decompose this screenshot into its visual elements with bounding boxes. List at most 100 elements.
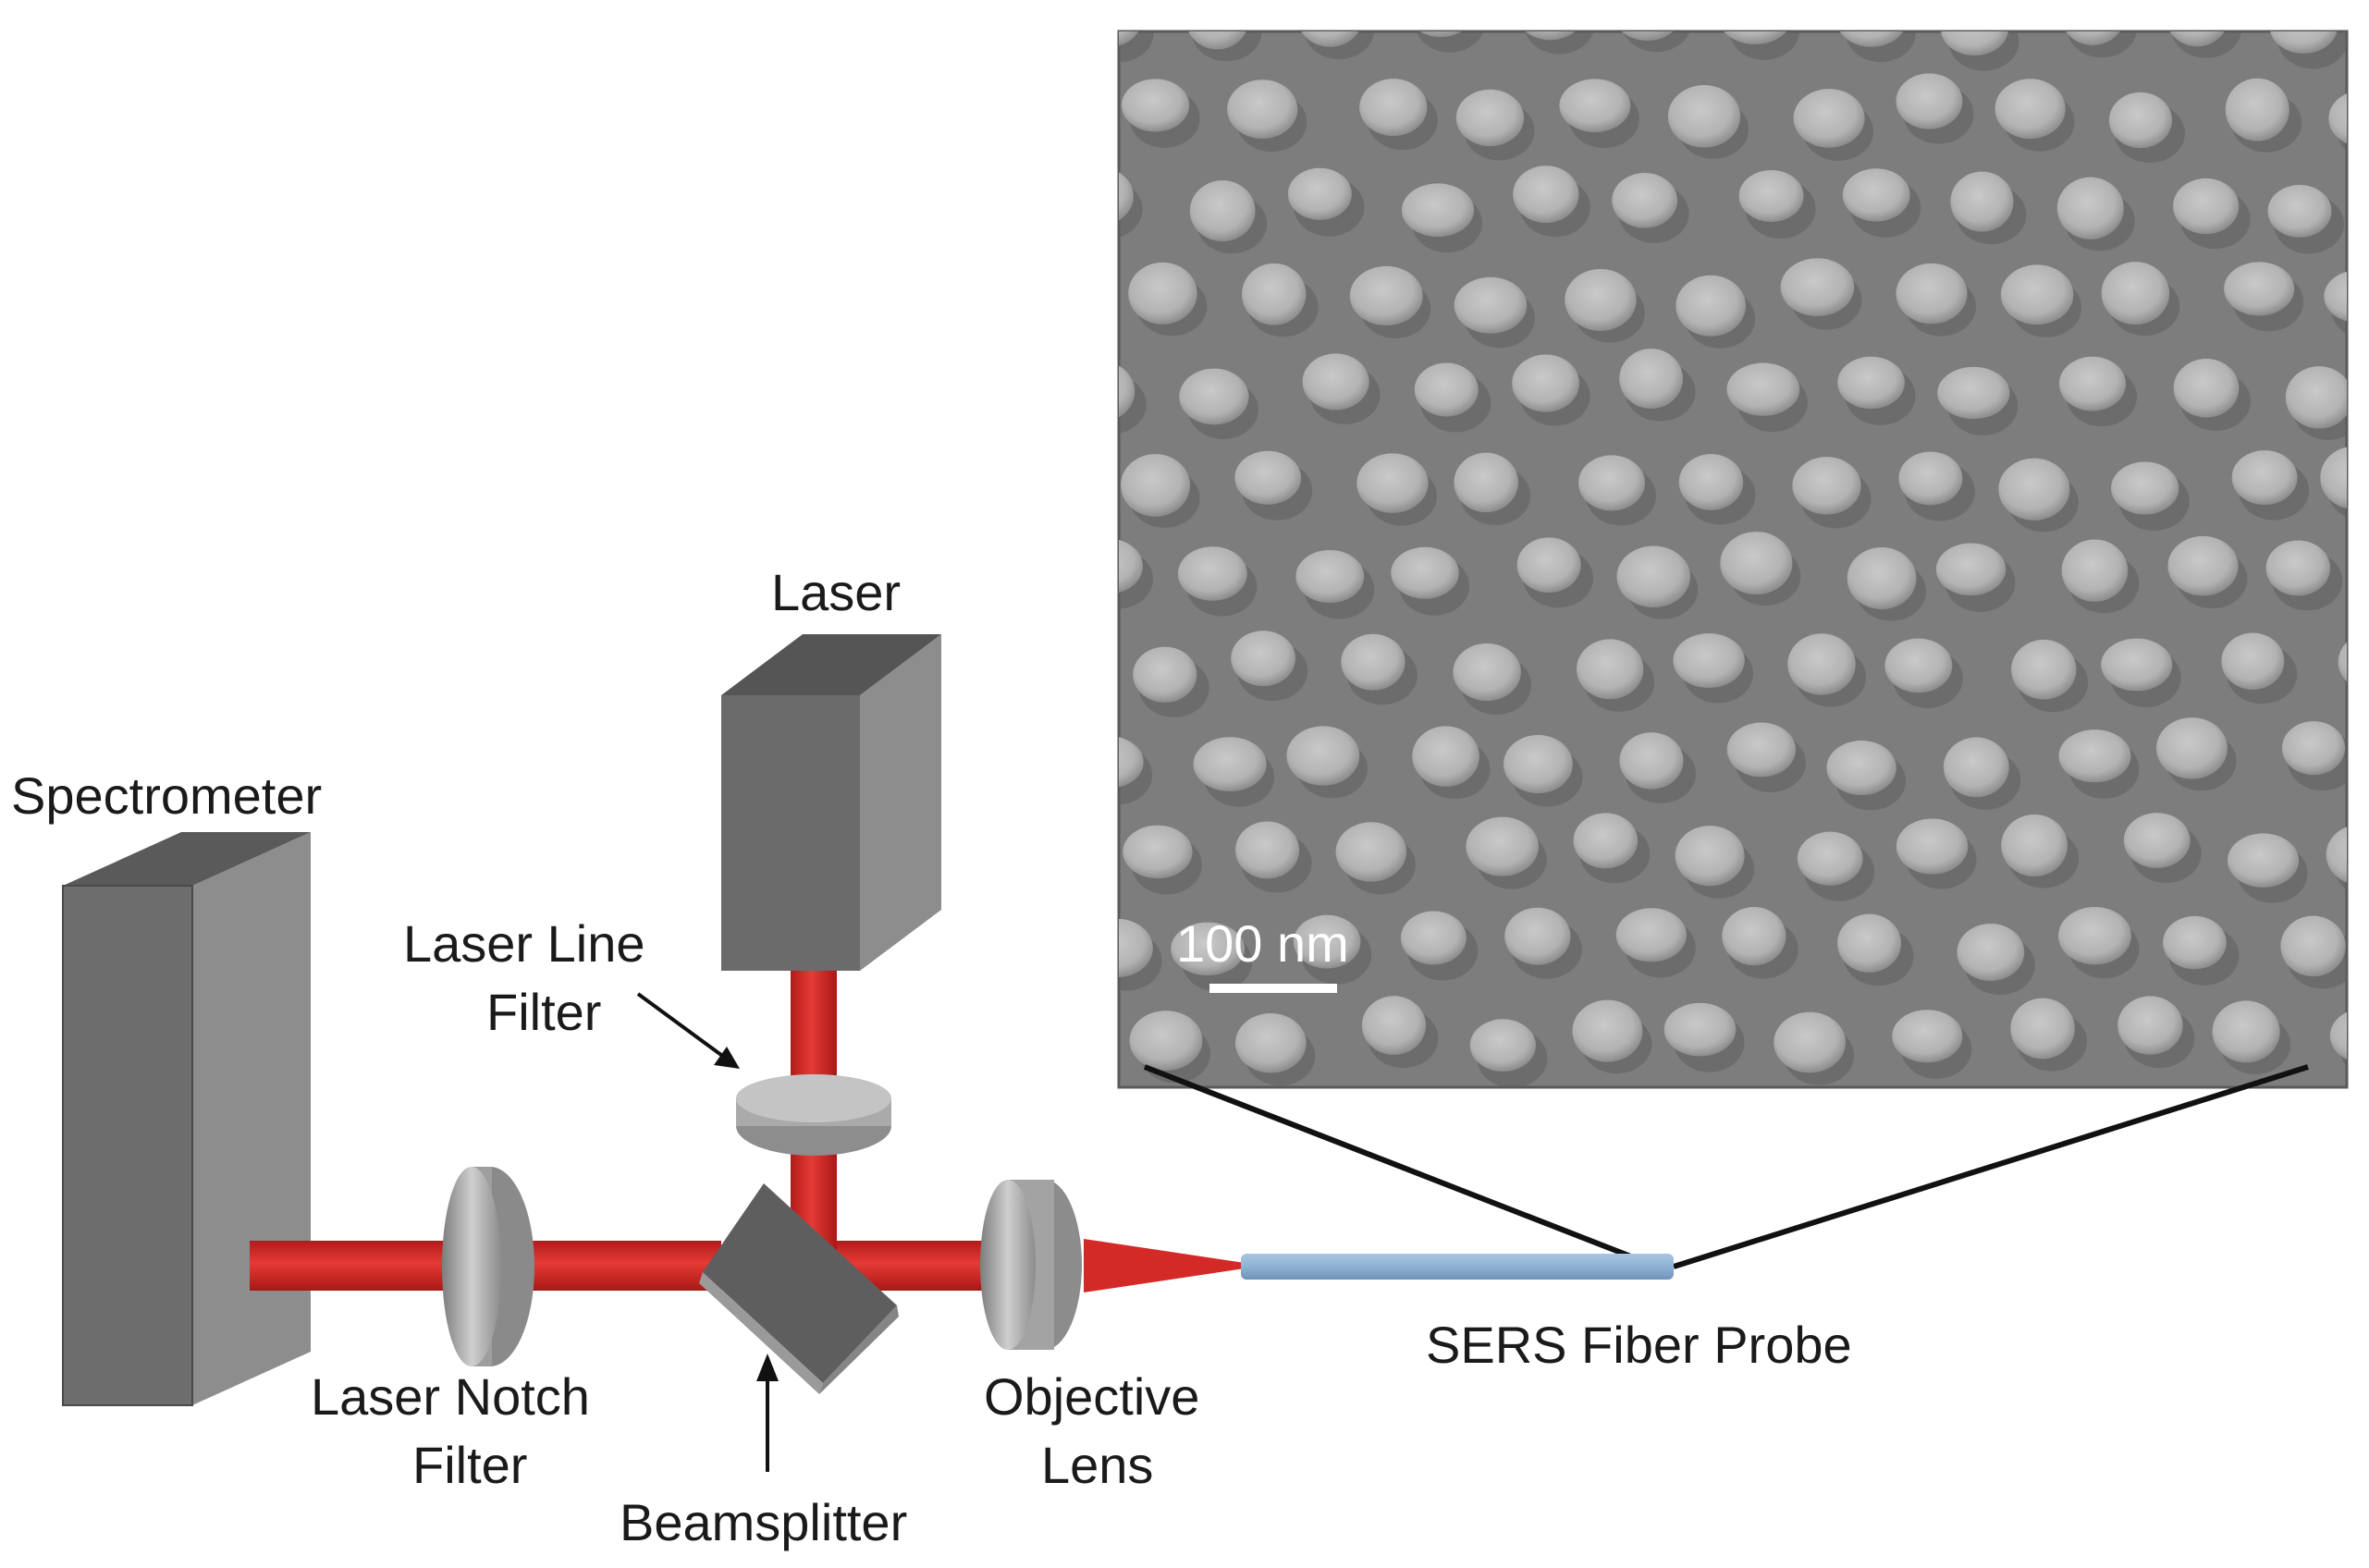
sem-particle [1995,79,2066,140]
sem-particle [1356,453,1429,513]
sem-particle [1793,89,1865,148]
sem-particle [2123,813,2191,868]
laser-line-filter-element [736,1074,891,1156]
label-laser: Laser [771,563,901,621]
sem-particle [1504,907,1571,965]
sem-particle [1998,458,2070,521]
sem-particle [2324,271,2347,322]
laser-notch-filter-element [442,1167,534,1366]
sem-particle [1391,546,1459,599]
sem-particle [1179,368,1249,425]
sem-particle [1231,631,1296,687]
sem-particle [1128,262,1197,325]
sem-particle [1774,1011,1846,1073]
sem-particle-shadow [2292,1113,2363,1172]
sem-particle [2212,1000,2280,1063]
sem-particle-shadow [1119,375,1147,434]
sem-particle [1848,1102,1912,1162]
sem-particle [1572,999,1643,1062]
sem-particle [2163,915,2227,970]
sers-fiber-probe [1241,1254,1674,1280]
sem-particle [1287,167,1352,220]
sem-particle [1675,275,1746,337]
sem-particle [2010,998,2075,1060]
label-laser-notch-filter-line1: Laser Notch [311,1367,590,1426]
sem-particle [1188,31,1246,50]
sem-particle [1615,908,1687,962]
sem-particle [2265,540,2331,596]
sem-particle [1728,1096,1800,1157]
sem-particle [2329,1011,2347,1060]
sem-particle [1171,922,1246,976]
sem-particle [1073,1097,1142,1149]
sem-particle [1419,31,1462,38]
sem-particle [2281,721,2346,776]
sem-particle [1675,826,1745,887]
sem-particle [2101,262,2170,325]
sem-particle-shadow [2171,31,2241,58]
sem-particle [1667,85,1741,148]
sem-particle [1957,923,2025,981]
sem-particle [1123,825,1193,879]
sem-particle [1780,258,1855,316]
sem-particle [1349,265,1423,326]
sem-particle [2001,814,2068,877]
sem-particle [1678,454,1744,510]
label-laser-line-filter-line2: Filter [486,983,601,1041]
sem-particle [1513,165,1579,224]
sem-particle [1673,632,1745,689]
sem-particle [1453,643,1521,702]
sem-particle [1227,80,1298,139]
label-sers-fiber-probe: SERS Fiber Probe [1426,1316,1852,1374]
sem-particle [1512,354,1580,412]
sem-particle [1792,457,1861,515]
sem-particle-shadow [1416,31,1484,53]
sem-particle [1619,732,1684,790]
scale-bar [1209,984,1337,993]
arrow-beamsplitter [756,1354,779,1472]
sem-particle [1935,543,2007,596]
sem-particle [1898,451,1963,506]
sem-particle [1469,1019,1536,1072]
sem-particle [1235,821,1300,879]
sem-particle [1293,914,1361,969]
sem-particle [2227,833,2300,888]
sem-particle-shadow [1306,1119,1376,1178]
sem-particle [1559,79,1631,132]
sem-particle-shadow [1627,1120,1698,1179]
sem-particle [2225,78,2289,141]
sem-particle-shadow [1518,1104,1589,1163]
sem-particle [2101,638,2173,692]
sem-particle-shadow [1422,1103,1492,1162]
sem-particle [1516,537,1581,594]
zoom-line-right [1673,1064,2309,1269]
sem-particle [2155,717,2228,779]
sem-particle [1896,818,1969,875]
sem-particle [1119,539,1143,593]
sem-particle [1412,726,1479,787]
sem-particle [1839,31,1904,47]
sem-particle [1119,365,1135,418]
sem-particle [1133,646,1197,703]
sem-particle [2280,915,2346,977]
scale-bar-label: 100 nm [1176,914,1349,973]
sem-particle [1937,366,2010,420]
label-laser-notch-filter-line2: Filter [412,1436,527,1494]
sem-particle [1119,172,1134,221]
sem-particle [1724,31,1787,44]
sem-particle [2058,356,2127,411]
laser-block [721,634,941,971]
beam-vertical-upper [791,965,837,1085]
sem-particle [2338,642,2347,682]
sem-particle [2056,177,2124,239]
sem-particle [1412,1093,1484,1145]
sem-particle [1787,633,1856,695]
sem-particle [1295,549,1365,604]
sem-particle [2267,184,2332,238]
sem-particle [1120,454,1191,517]
sem-particle [2320,447,2347,508]
sem-particle [1177,546,1247,601]
sem-particle [1612,173,1678,228]
sem-particle [1619,349,1683,410]
